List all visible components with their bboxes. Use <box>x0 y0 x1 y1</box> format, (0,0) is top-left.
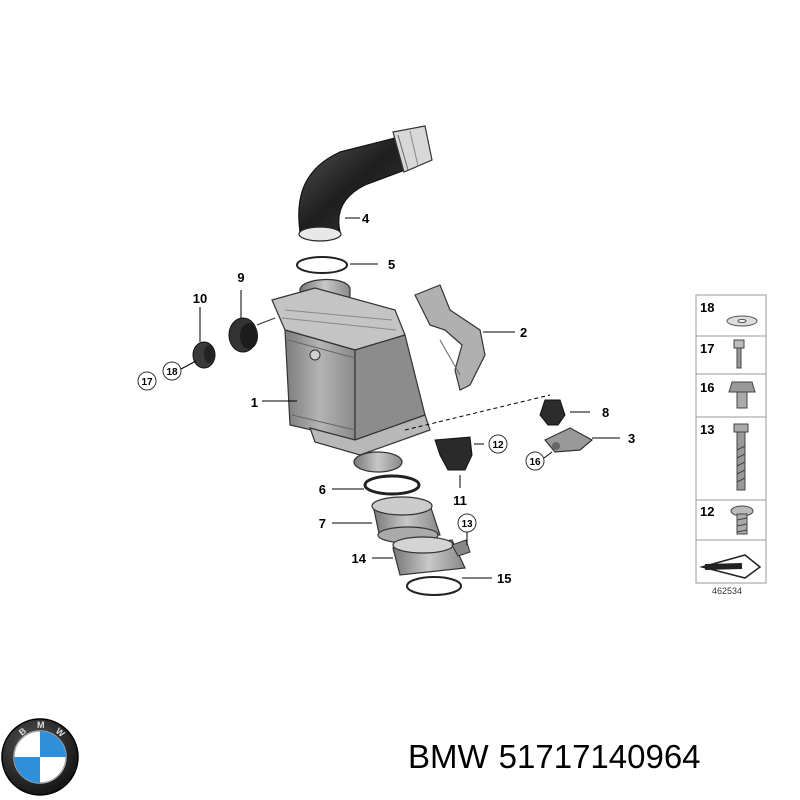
hose-part-4 <box>298 125 433 242</box>
legend-item-13: 13 <box>700 422 714 437</box>
legend-item-16: 16 <box>700 380 714 395</box>
callout-17: 17 <box>141 377 153 388</box>
legend-item-18: 18 <box>700 300 714 315</box>
legend-item-12: 12 <box>700 504 714 519</box>
collar-part-7 <box>332 496 441 544</box>
callout-6: 6 <box>319 482 326 497</box>
clip-part-3 <box>525 427 620 471</box>
callout-7: 7 <box>319 516 326 531</box>
brand-name: BMW <box>408 738 489 775</box>
callout-2: 2 <box>520 325 527 340</box>
callout-13: 13 <box>461 519 473 530</box>
callout-4: 4 <box>362 211 370 226</box>
callout-12: 12 <box>492 440 504 451</box>
callout-circles-17-18 <box>137 360 197 391</box>
mount-part-9 <box>228 290 276 353</box>
fastener-legend: 18 17 16 13 12 <box>695 294 767 584</box>
svg-text:B: B <box>17 725 29 737</box>
clamp-ring-part-5 <box>296 256 378 274</box>
bmw-logo: B M W <box>1 718 79 796</box>
callout-3: 3 <box>628 431 635 446</box>
sensor-part-11 <box>434 434 508 488</box>
callout-14: 14 <box>352 551 367 566</box>
intercooler-part-1 <box>262 278 551 473</box>
part-number: 51717140964 <box>498 738 701 775</box>
mount-part-10 <box>192 307 216 369</box>
legend-item-17: 17 <box>700 341 714 356</box>
callout-labels: 1 2 3 4 5 6 7 8 9 10 11 12 13 14 15 16 1… <box>141 211 635 586</box>
callout-8: 8 <box>602 405 609 420</box>
oring-part-15 <box>406 576 492 596</box>
callout-11: 11 <box>453 493 467 508</box>
bracket-part-2 <box>414 284 515 391</box>
diagram-number: 462534 <box>712 586 742 596</box>
callout-10: 10 <box>193 291 207 306</box>
adapter-part-14 <box>372 513 477 576</box>
grommet-part-8 <box>539 399 590 426</box>
callout-16: 16 <box>529 457 541 468</box>
svg-text:M: M <box>37 720 45 730</box>
seal-part-6 <box>332 474 421 496</box>
callout-18: 18 <box>166 367 178 378</box>
callout-5: 5 <box>388 257 395 272</box>
callout-15: 15 <box>497 571 511 586</box>
callout-9: 9 <box>237 270 244 285</box>
callout-1: 1 <box>251 395 258 410</box>
